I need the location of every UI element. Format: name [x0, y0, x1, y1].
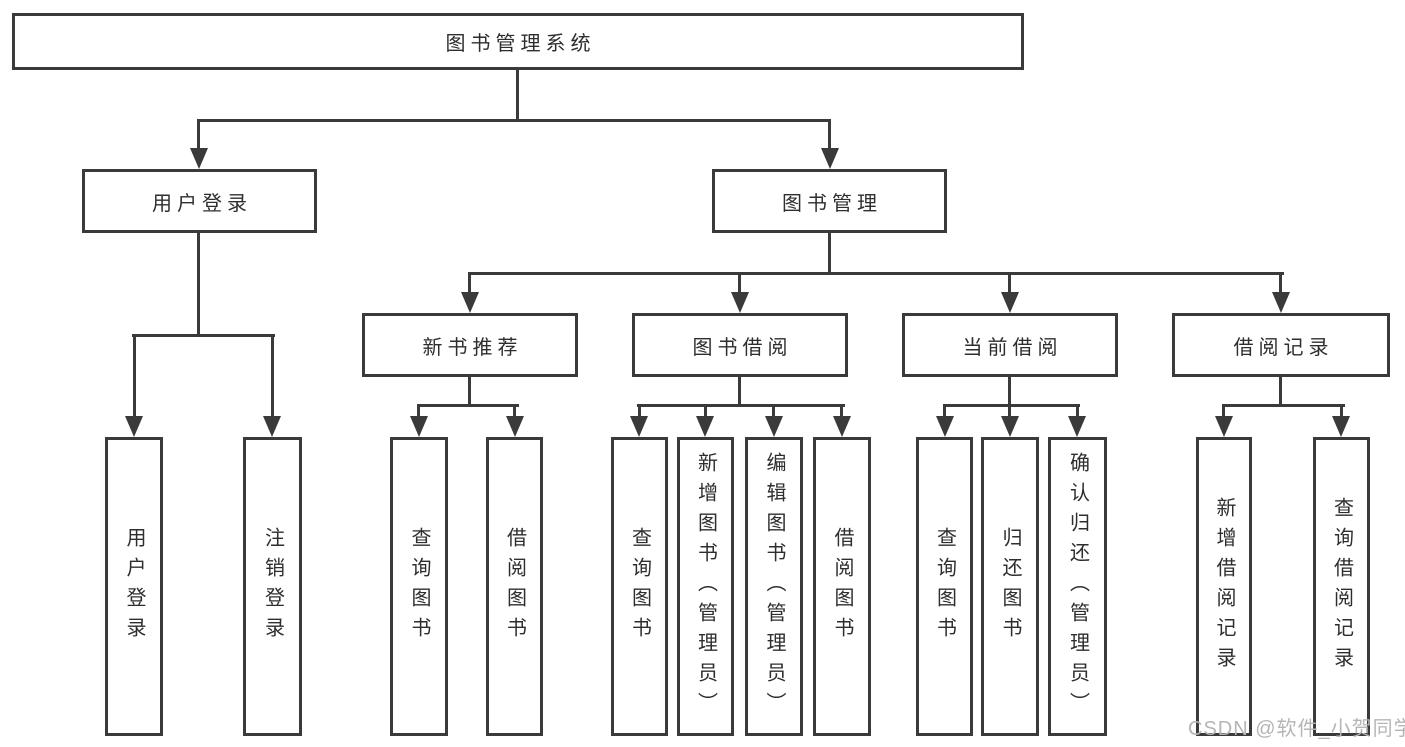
node-label: 借阅记录 [1233, 336, 1334, 359]
node-label: 当前借阅 [962, 336, 1063, 359]
arrow-down-icon [821, 148, 839, 169]
leaf-label: 确认归还（管理员） [1066, 451, 1089, 722]
arrow-down-icon [1001, 292, 1019, 313]
arrow-down-icon [263, 416, 281, 437]
leaf-borrow-books-borrowing: 借阅图书 [813, 437, 871, 736]
arrow-down-icon [630, 416, 648, 437]
connector-root-stem [516, 68, 519, 122]
connector-level2-rail [197, 119, 831, 122]
arrow-down-icon [696, 416, 714, 437]
arrow-down-icon [833, 416, 851, 437]
leaf-label: 查询图书 [628, 526, 651, 647]
leaf-label: 新增图书（管理员） [694, 451, 717, 722]
node-label: 图书管理 [782, 192, 882, 215]
connector-leaf-drop [1008, 404, 1011, 419]
connector-records-rail [1222, 404, 1345, 407]
leaf-label: 归还图书 [999, 526, 1021, 647]
arrow-down-icon [765, 416, 783, 437]
arrow-down-icon [1001, 416, 1019, 437]
connector-leaf-drop [1076, 404, 1079, 419]
leaf-return-books: 归还图书 [981, 437, 1039, 736]
connector-module-drop [738, 272, 741, 296]
connector-user-login-rail [132, 334, 275, 337]
leaf-label: 编辑图书（管理员） [763, 451, 785, 722]
connector-leaf-drop [513, 404, 516, 419]
node-label: 新书推荐 [422, 336, 523, 359]
arrow-down-icon [1068, 416, 1086, 437]
connector-module-drop [1008, 272, 1011, 296]
connector-leaf-drop [133, 334, 136, 420]
leaf-label: 借阅图书 [503, 526, 526, 647]
connector-leaf-drop [271, 334, 274, 420]
node-label: 用户登录 [152, 192, 252, 215]
arrow-down-icon [125, 416, 143, 437]
node-new-book-recommend: 新书推荐 [362, 313, 578, 377]
arrow-down-icon [1272, 292, 1290, 313]
connector-leaf-drop [1340, 404, 1343, 419]
connector-module-drop [468, 272, 471, 296]
node-borrowing-records: 借阅记录 [1172, 313, 1390, 377]
leaf-query-books-borrowing: 查询图书 [611, 437, 668, 736]
leaf-confirm-return-admin: 确认归还（管理员） [1048, 437, 1107, 736]
leaf-label: 新增借阅记录 [1213, 496, 1235, 677]
connector-leaf-drop [417, 404, 420, 419]
connector-leaf-drop [840, 404, 843, 419]
connector-level3-rail [468, 272, 1284, 275]
arrow-down-icon [506, 416, 524, 437]
node-book-management: 图书管理 [712, 169, 947, 233]
leaf-label: 注销登录 [261, 526, 284, 647]
arrow-down-icon [410, 416, 428, 437]
connector-leaf-drop [638, 404, 641, 419]
leaf-label: 查询图书 [933, 526, 956, 647]
leaf-edit-books-admin: 编辑图书（管理员） [745, 437, 803, 736]
connector-leaf-drop [772, 404, 775, 419]
connector-records-stem [1279, 375, 1282, 407]
connector-user-login-drop [197, 119, 200, 152]
leaf-add-borrow-record: 新增借阅记录 [1196, 437, 1252, 736]
arrow-down-icon [731, 292, 749, 313]
leaf-logout: 注销登录 [243, 437, 302, 736]
connector-recommend-stem [468, 375, 471, 407]
connector-current-rail [943, 404, 1080, 407]
leaf-user-login: 用户登录 [105, 437, 163, 736]
connector-user-login-stem [197, 231, 200, 337]
node-user-login: 用户登录 [82, 169, 317, 233]
node-book-borrowing: 图书借阅 [632, 313, 848, 377]
node-label: 图书借阅 [692, 336, 793, 359]
connector-borrowing-rail [637, 404, 845, 407]
arrow-down-icon [1332, 416, 1350, 437]
leaf-add-books-admin: 新增图书（管理员） [677, 437, 734, 736]
leaf-query-books-current: 查询图书 [916, 437, 973, 736]
arrow-down-icon [190, 148, 208, 169]
connector-current-stem [1008, 375, 1011, 407]
connector-leaf-drop [1222, 404, 1225, 419]
connector-module-drop [1279, 272, 1282, 296]
leaf-label: 用户登录 [123, 526, 145, 647]
leaf-query-borrow-record: 查询借阅记录 [1313, 437, 1370, 736]
node-current-borrowing: 当前借阅 [902, 313, 1118, 377]
arrow-down-icon [461, 292, 479, 313]
leaf-label: 查询图书 [408, 526, 430, 647]
node-library-management-system: 图书管理系统 [12, 13, 1024, 70]
connector-borrowing-stem [738, 375, 741, 407]
arrow-down-icon [936, 416, 954, 437]
connector-leaf-drop [943, 404, 946, 419]
connector-leaf-drop [704, 404, 707, 419]
leaf-query-books-recommend: 查询图书 [390, 437, 448, 736]
connector-book-mgmt-stem [828, 231, 831, 275]
connector-recommend-rail [417, 404, 519, 407]
leaf-label: 借阅图书 [831, 526, 853, 647]
node-label: 图书管理系统 [445, 33, 596, 55]
leaf-borrow-books-recommend: 借阅图书 [486, 437, 543, 736]
leaf-label: 查询借阅记录 [1330, 496, 1353, 677]
watermark-csdn: CSDN @软件_小贺同学 [1188, 718, 1405, 740]
connector-book-mgmt-drop [828, 119, 831, 152]
arrow-down-icon [1215, 416, 1233, 437]
